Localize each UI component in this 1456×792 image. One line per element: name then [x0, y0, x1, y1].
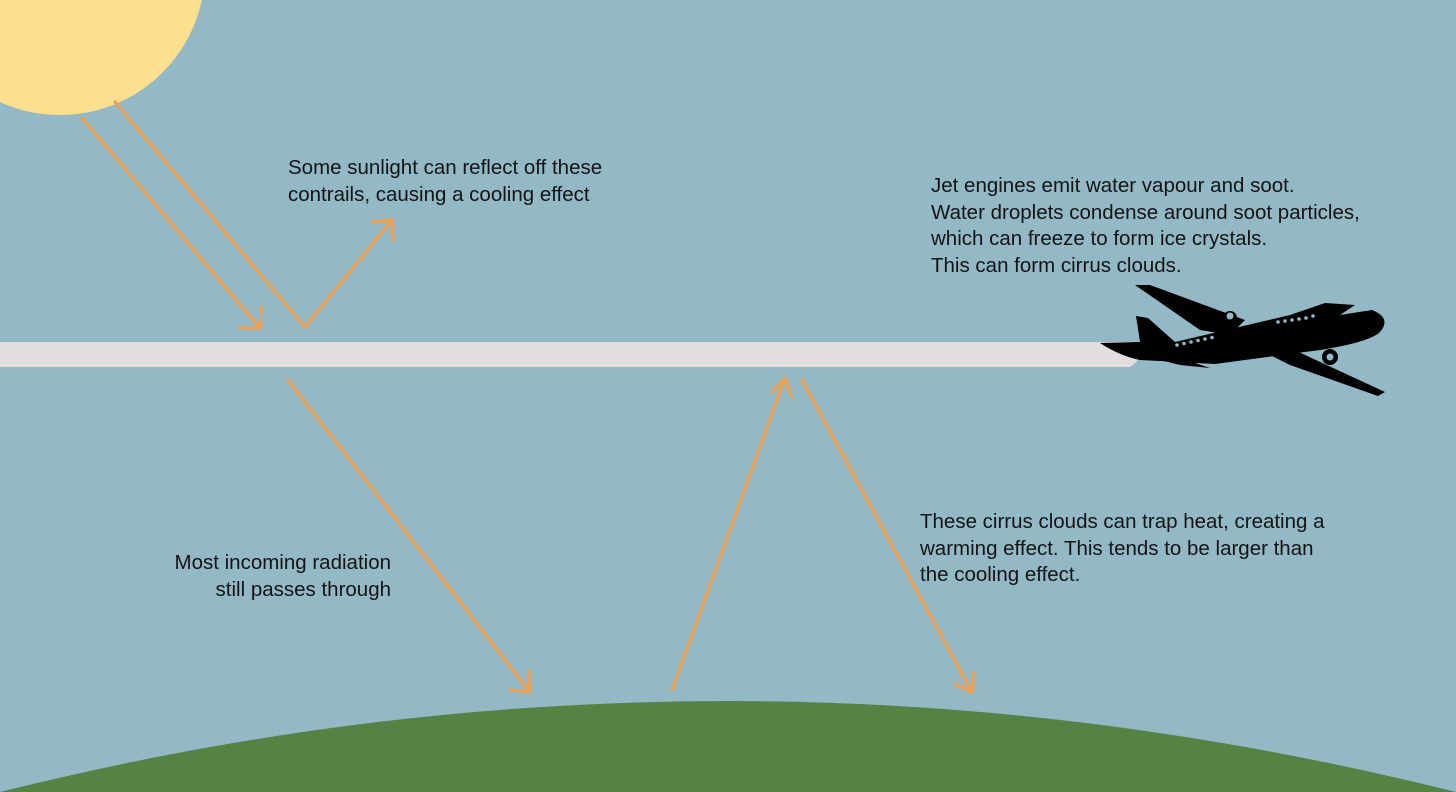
jet-line: This can form cirrus clouds. — [931, 253, 1182, 277]
incoming-sunlight-arrow — [80, 116, 263, 330]
sun — [0, 0, 202, 115]
trapped-heat-arrow — [800, 378, 976, 694]
ground — [0, 701, 1456, 792]
warming-line: These cirrus clouds can trap heat, creat… — [920, 510, 1325, 533]
reflect-line: contrails, causing a cooling effect — [288, 182, 590, 206]
passes-line: still passes through — [215, 577, 391, 601]
jet-line: which can freeze to form ice crystals. — [931, 227, 1268, 250]
airplane-windows — [1175, 312, 1334, 361]
passing-radiation-arrow — [286, 378, 532, 694]
passes-line: Most incoming radiation — [174, 551, 392, 574]
jet-line: Jet engines emit water vapour and soot. — [931, 174, 1295, 197]
warming-label: These cirrus clouds can trap heat, creat… — [920, 509, 1325, 589]
reflected-sunlight-arrow — [113, 100, 395, 329]
airplane-icon — [1100, 285, 1385, 396]
warming-line: the cooling effect. — [920, 563, 1081, 586]
passes-label: Most incoming radiation still passes thr… — [175, 550, 392, 603]
warming-line: warming effect. This tends to be larger … — [920, 536, 1314, 560]
reflect-line: Some sunlight can reflect off these — [288, 156, 603, 179]
jet-line: Water droplets condense around soot part… — [931, 200, 1360, 224]
outgoing-heat-arrow — [670, 376, 794, 692]
jet-label: Jet engines emit water vapour and soot. … — [931, 173, 1360, 279]
contrail — [0, 342, 1140, 367]
reflect-label: Some sunlight can reflect off these cont… — [288, 155, 602, 208]
